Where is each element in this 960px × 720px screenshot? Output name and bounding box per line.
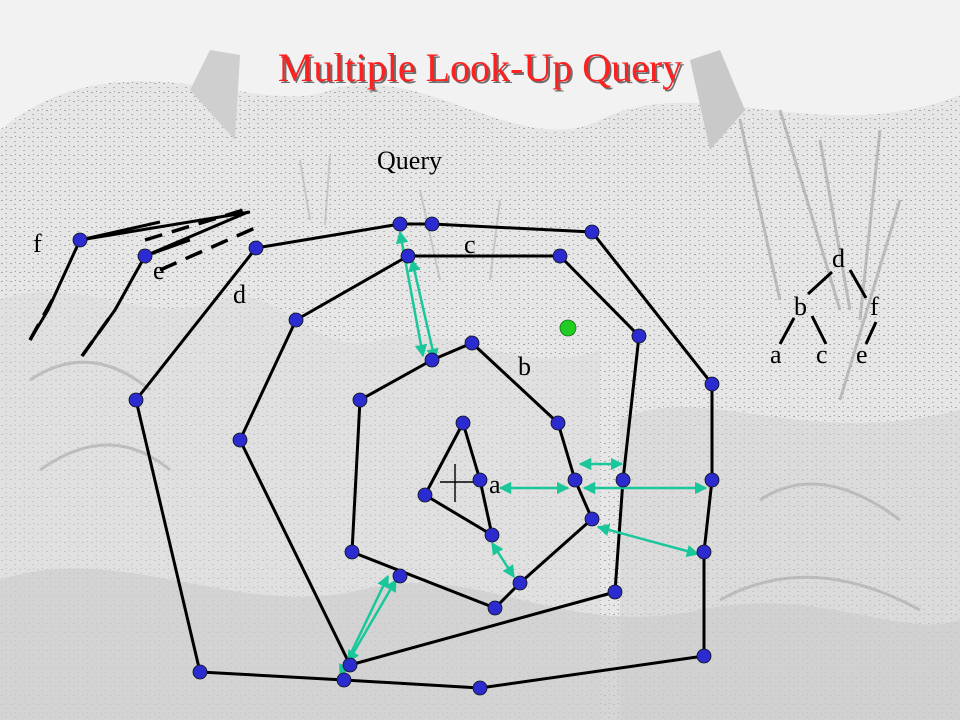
polygon-b <box>350 341 594 610</box>
vertices <box>72 216 720 696</box>
query-point <box>559 319 577 337</box>
polygon-label-e: e <box>153 256 165 285</box>
open-chain-segments <box>79 220 191 258</box>
polygon-label-a: a <box>489 470 501 499</box>
tree-node-left-right: c <box>816 340 828 369</box>
query-crosshair <box>440 464 478 502</box>
tree-node-root: d <box>832 244 845 273</box>
slide-title: Multiple Look-Up Query <box>277 45 683 90</box>
polygon-label-d: d <box>233 280 246 309</box>
dashed-extensions <box>28 206 256 358</box>
tree-node-left-left: a <box>770 340 782 369</box>
polygon-label-c: c <box>464 230 476 259</box>
polygon-label-b: b <box>518 352 531 381</box>
tree-node-left: b <box>794 292 807 321</box>
tree-node-right-child: e <box>856 340 868 369</box>
query-label: Query <box>377 146 442 175</box>
arrow-b-d-2 <box>596 523 700 558</box>
tree-edges <box>778 269 878 345</box>
polygon-label-f: f <box>33 229 42 258</box>
tree-node-right: f <box>870 292 879 321</box>
search-arrows <box>338 230 708 678</box>
arrow-a-b-2 <box>490 541 516 579</box>
